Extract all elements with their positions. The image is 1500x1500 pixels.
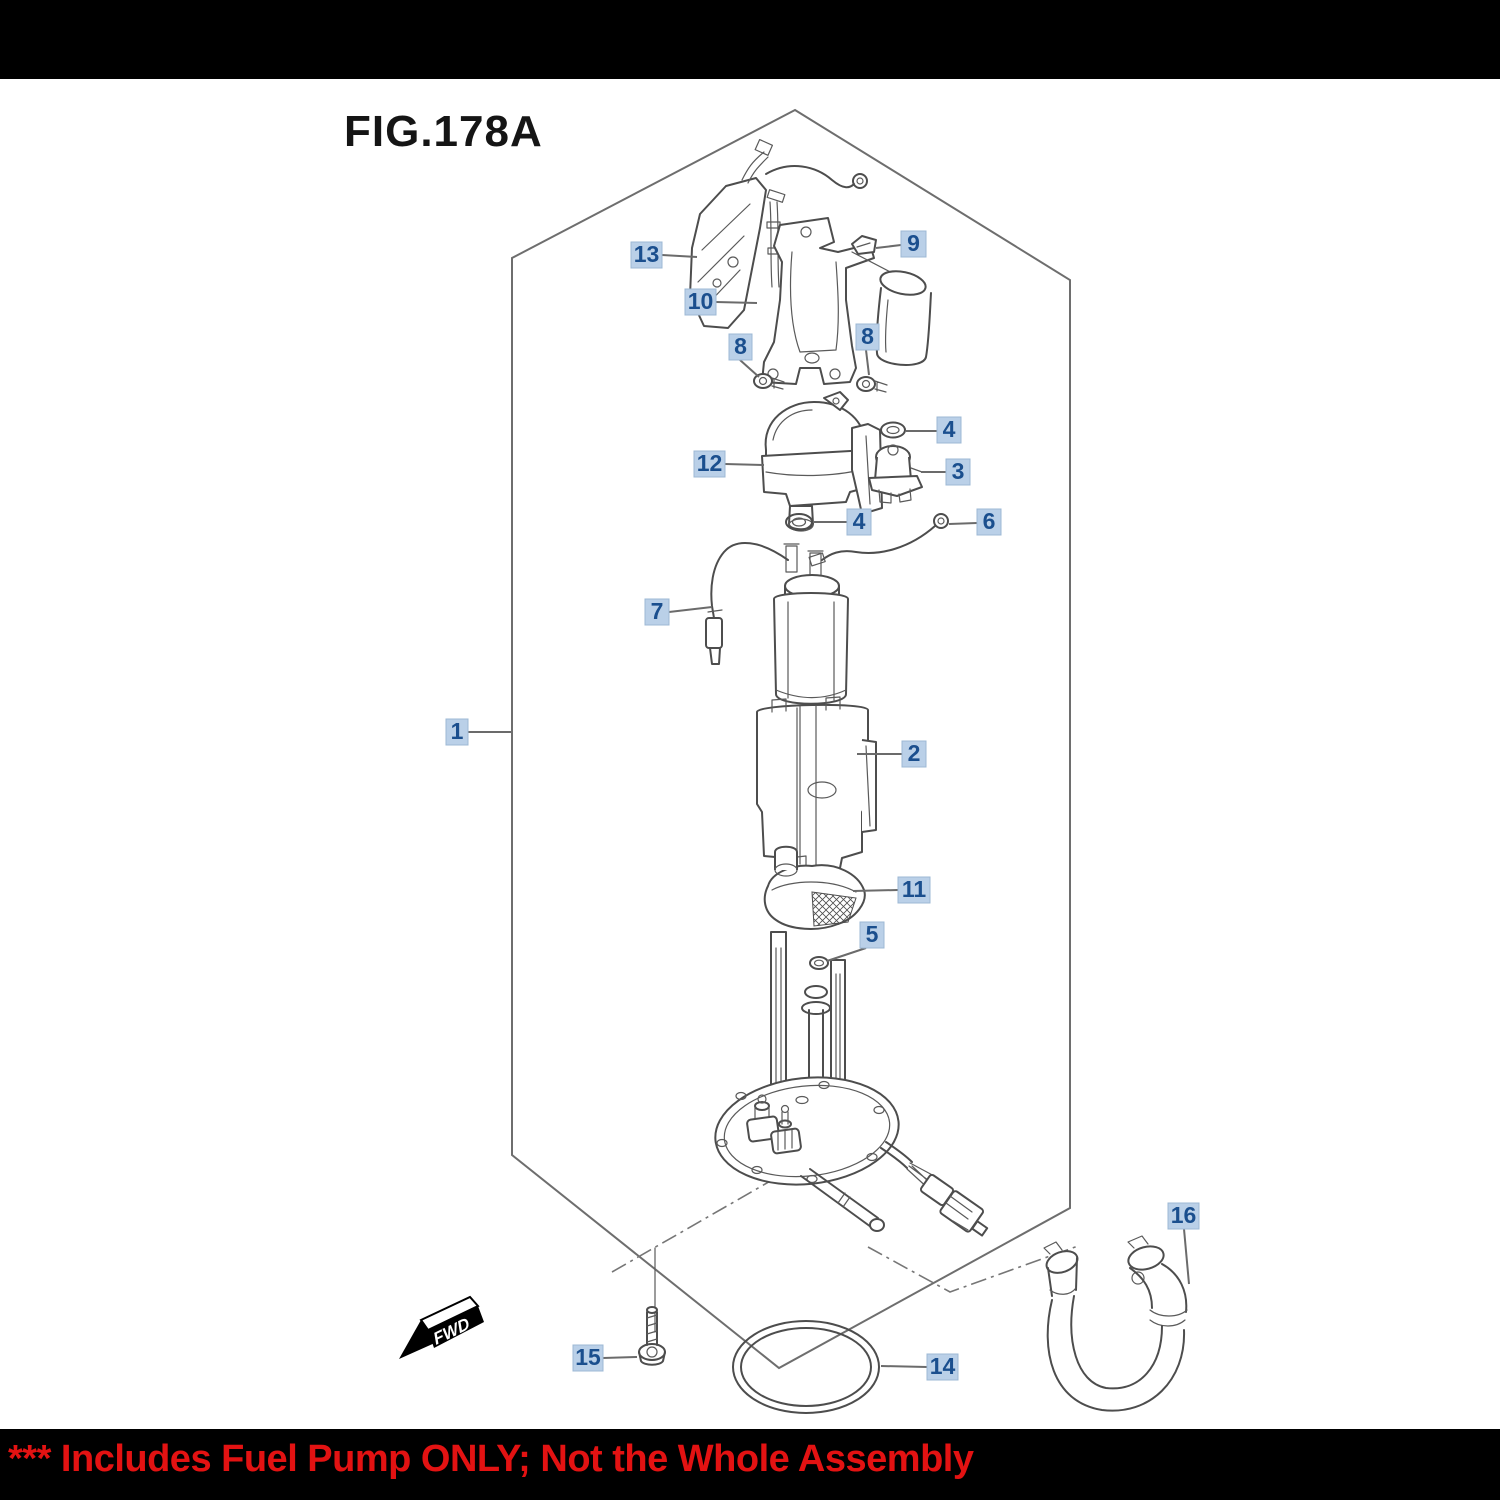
part-8-bolt-right <box>856 376 888 393</box>
callout-12: 12 <box>693 450 765 478</box>
part-16-fuel-hose <box>1043 1235 1188 1412</box>
callout-box <box>945 458 971 486</box>
callout-number: 8 <box>734 333 747 359</box>
callout-number: 12 <box>697 450 723 476</box>
banner-note: *** Includes Fuel Pump ONLY; Not the Who… <box>8 1438 974 1480</box>
callout-box <box>630 241 663 269</box>
callout-leader-line <box>668 606 713 613</box>
part-7-lead-wire <box>705 541 789 665</box>
fwd-arrow-shaft <box>428 1306 484 1348</box>
part-11-strainer <box>763 845 866 930</box>
callout-number: 6 <box>983 508 996 534</box>
callout-box <box>855 323 880 351</box>
callout-number: 4 <box>943 416 956 442</box>
callout-number: 5 <box>866 921 879 947</box>
callout-leader-line <box>852 889 899 892</box>
callout-number: 15 <box>575 1344 601 1370</box>
callout-number: 13 <box>634 241 660 267</box>
callout-leader-line <box>875 244 902 249</box>
callout-1: 1 <box>445 718 511 746</box>
callout-box <box>936 416 962 444</box>
callout-box <box>684 288 717 316</box>
callout-7: 7 <box>644 598 713 626</box>
callout-box <box>900 230 927 258</box>
callout-number: 7 <box>651 598 664 624</box>
tank-phantom-outline <box>511 108 1071 1370</box>
callout-4: 4 <box>906 416 962 444</box>
callout-leader-line <box>826 947 867 962</box>
callout-number: 10 <box>688 288 714 314</box>
part-10-bracket <box>761 217 899 385</box>
callout-box <box>901 740 927 768</box>
callout-box <box>976 508 1002 536</box>
callout-box <box>728 333 753 361</box>
callout-box <box>644 598 670 626</box>
callout-box <box>693 450 726 478</box>
callout-leader-line <box>602 1356 638 1359</box>
callout-6: 6 <box>948 508 1002 536</box>
part-12-pump-case <box>761 391 883 532</box>
part-3-regulator <box>868 444 923 504</box>
part-9-clamp <box>851 235 877 255</box>
callout-box <box>572 1344 604 1372</box>
callout-number: 14 <box>930 1353 956 1379</box>
callout-11: 11 <box>852 876 931 904</box>
callout-box <box>897 876 931 904</box>
callout-leader-line <box>880 1365 928 1368</box>
callout-number: 3 <box>952 458 965 484</box>
callout-number: 11 <box>902 876 927 902</box>
callout-number: 2 <box>908 740 921 766</box>
callout-number: 1 <box>451 718 464 744</box>
callout-box <box>859 921 885 949</box>
part-15-screw <box>638 1306 666 1366</box>
callout-8: 8 <box>728 333 760 378</box>
callout-number: 9 <box>907 230 920 256</box>
callout-number: 4 <box>853 508 866 534</box>
callout-leader-line <box>1183 1228 1190 1285</box>
fuel-damper-canister <box>875 270 932 366</box>
callout-box <box>445 718 469 746</box>
callout-15: 15 <box>572 1344 638 1372</box>
flange-assembly <box>714 931 989 1237</box>
callout-14: 14 <box>880 1353 959 1381</box>
callout-10: 10 <box>684 288 758 316</box>
callout-box <box>846 508 872 536</box>
callout-4-b: 4 <box>813 508 872 536</box>
part-14-gasket <box>732 1320 880 1414</box>
callout-13: 13 <box>630 241 698 269</box>
part-4-oring-upper <box>880 421 906 439</box>
callout-2: 2 <box>857 740 927 768</box>
callout-5: 5 <box>826 921 885 962</box>
fuel-pump-body <box>773 543 849 705</box>
fwd-arrow-head <box>399 1320 437 1359</box>
callout-9: 9 <box>875 230 927 258</box>
part-5-oring <box>809 956 829 970</box>
callout-8-b: 8 <box>855 323 880 376</box>
callout-leader-line <box>948 522 978 525</box>
callout-box <box>926 1353 959 1381</box>
callout-16: 16 <box>1167 1202 1200 1285</box>
callout-3: 3 <box>921 458 971 486</box>
top-black-bar <box>0 0 1500 79</box>
figure-title: FIG.178A <box>344 107 543 156</box>
part-4-oring-lower <box>785 513 813 531</box>
part-6-lead-wire <box>808 513 949 567</box>
callout-number: 16 <box>1171 1202 1197 1228</box>
chain-reference-lines <box>611 1163 1079 1333</box>
callout-leader-line <box>739 359 760 378</box>
callout-leader-line <box>715 301 758 304</box>
part-2-housing <box>756 696 877 871</box>
callout-box <box>1167 1202 1200 1230</box>
callout-leader-line <box>661 254 698 258</box>
fwd-marker: FWD <box>399 1295 484 1359</box>
bottom-black-bar <box>0 1429 1500 1500</box>
callout-leader-line <box>724 463 765 466</box>
callout-number: 8 <box>861 323 874 349</box>
callout-leader-line <box>865 349 870 376</box>
